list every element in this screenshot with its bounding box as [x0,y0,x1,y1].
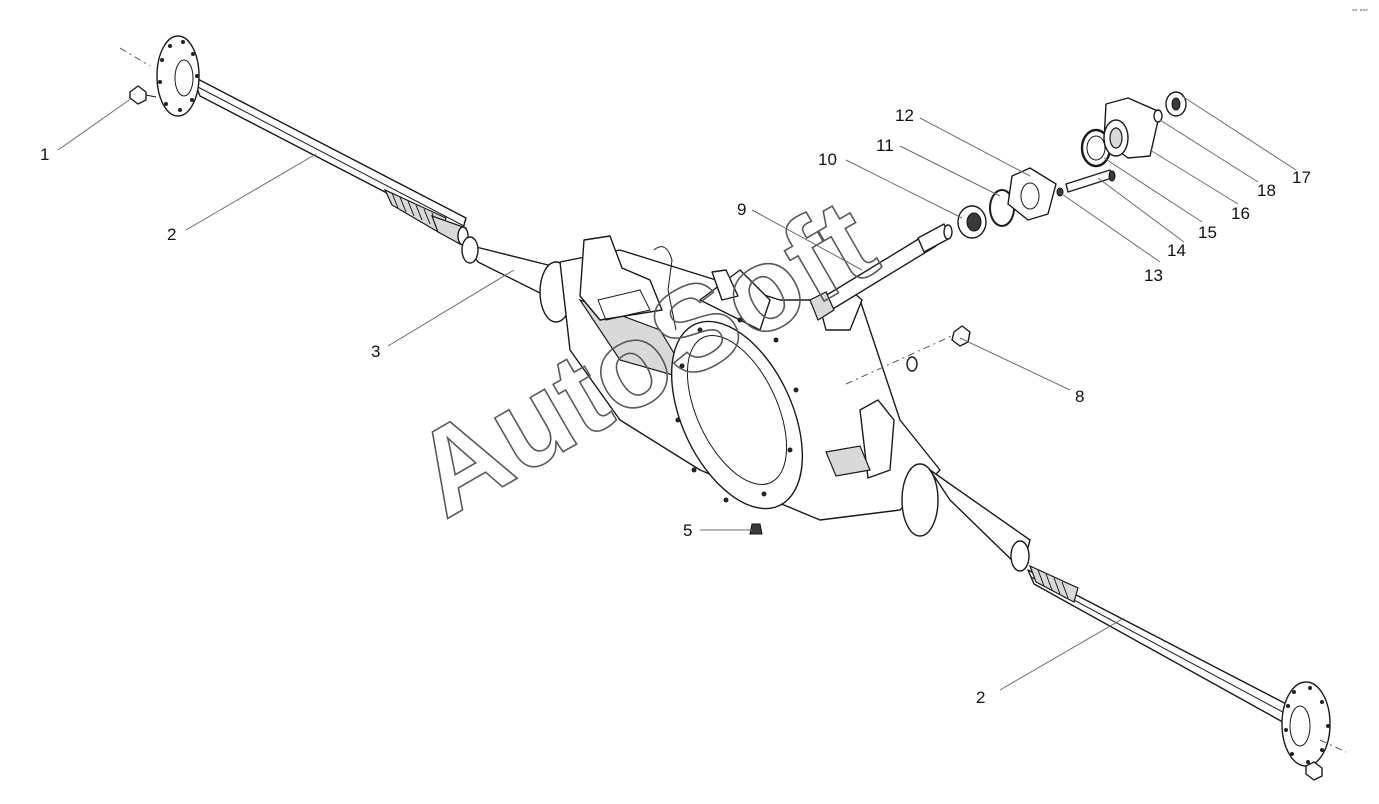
leader-lines [57,95,1297,691]
right-axle-shaft [1027,564,1347,781]
axle-housing [559,235,941,521]
drain-plug-part-5 [749,523,763,535]
callout-8: 8 [1075,387,1084,406]
callout-16: 16 [1231,204,1250,223]
callout-labels: 1 2 2 3 5 8 9 10 11 12 13 14 15 16 17 18 [40,106,1311,707]
bolt-part-14 [1065,169,1116,193]
washer-part-18 [1153,109,1163,123]
callout-15: 15 [1198,223,1217,242]
callout-18: 18 [1257,181,1276,200]
corner-mark: °° °°° [1352,8,1368,16]
callout-13: 13 [1144,266,1163,285]
callout-12: 12 [895,106,914,125]
washer-part-13 [1056,187,1064,197]
left-axle-shaft [119,35,469,246]
cover-part-12 [1007,167,1057,221]
callout-17: 17 [1292,168,1311,187]
seal-part-15 [1080,128,1112,168]
left-axle-tube [461,236,573,323]
callout-10: 10 [818,150,837,169]
right-axle-tube [901,463,1031,572]
callout-2-lower: 2 [976,688,985,707]
callout-11: 11 [876,136,894,155]
input-shaft-part-9 [809,223,953,321]
nut-part-17 [1165,91,1187,117]
callout-14: 14 [1167,241,1186,260]
callout-9: 9 [737,200,746,219]
bearing-part-10 [957,205,987,239]
callout-5: 5 [683,521,692,540]
callout-3: 3 [371,342,380,361]
bolt-part-1 [129,85,157,105]
flange-part-16 [1103,97,1161,159]
callout-2-upper: 2 [167,225,176,244]
callout-1: 1 [40,145,49,164]
